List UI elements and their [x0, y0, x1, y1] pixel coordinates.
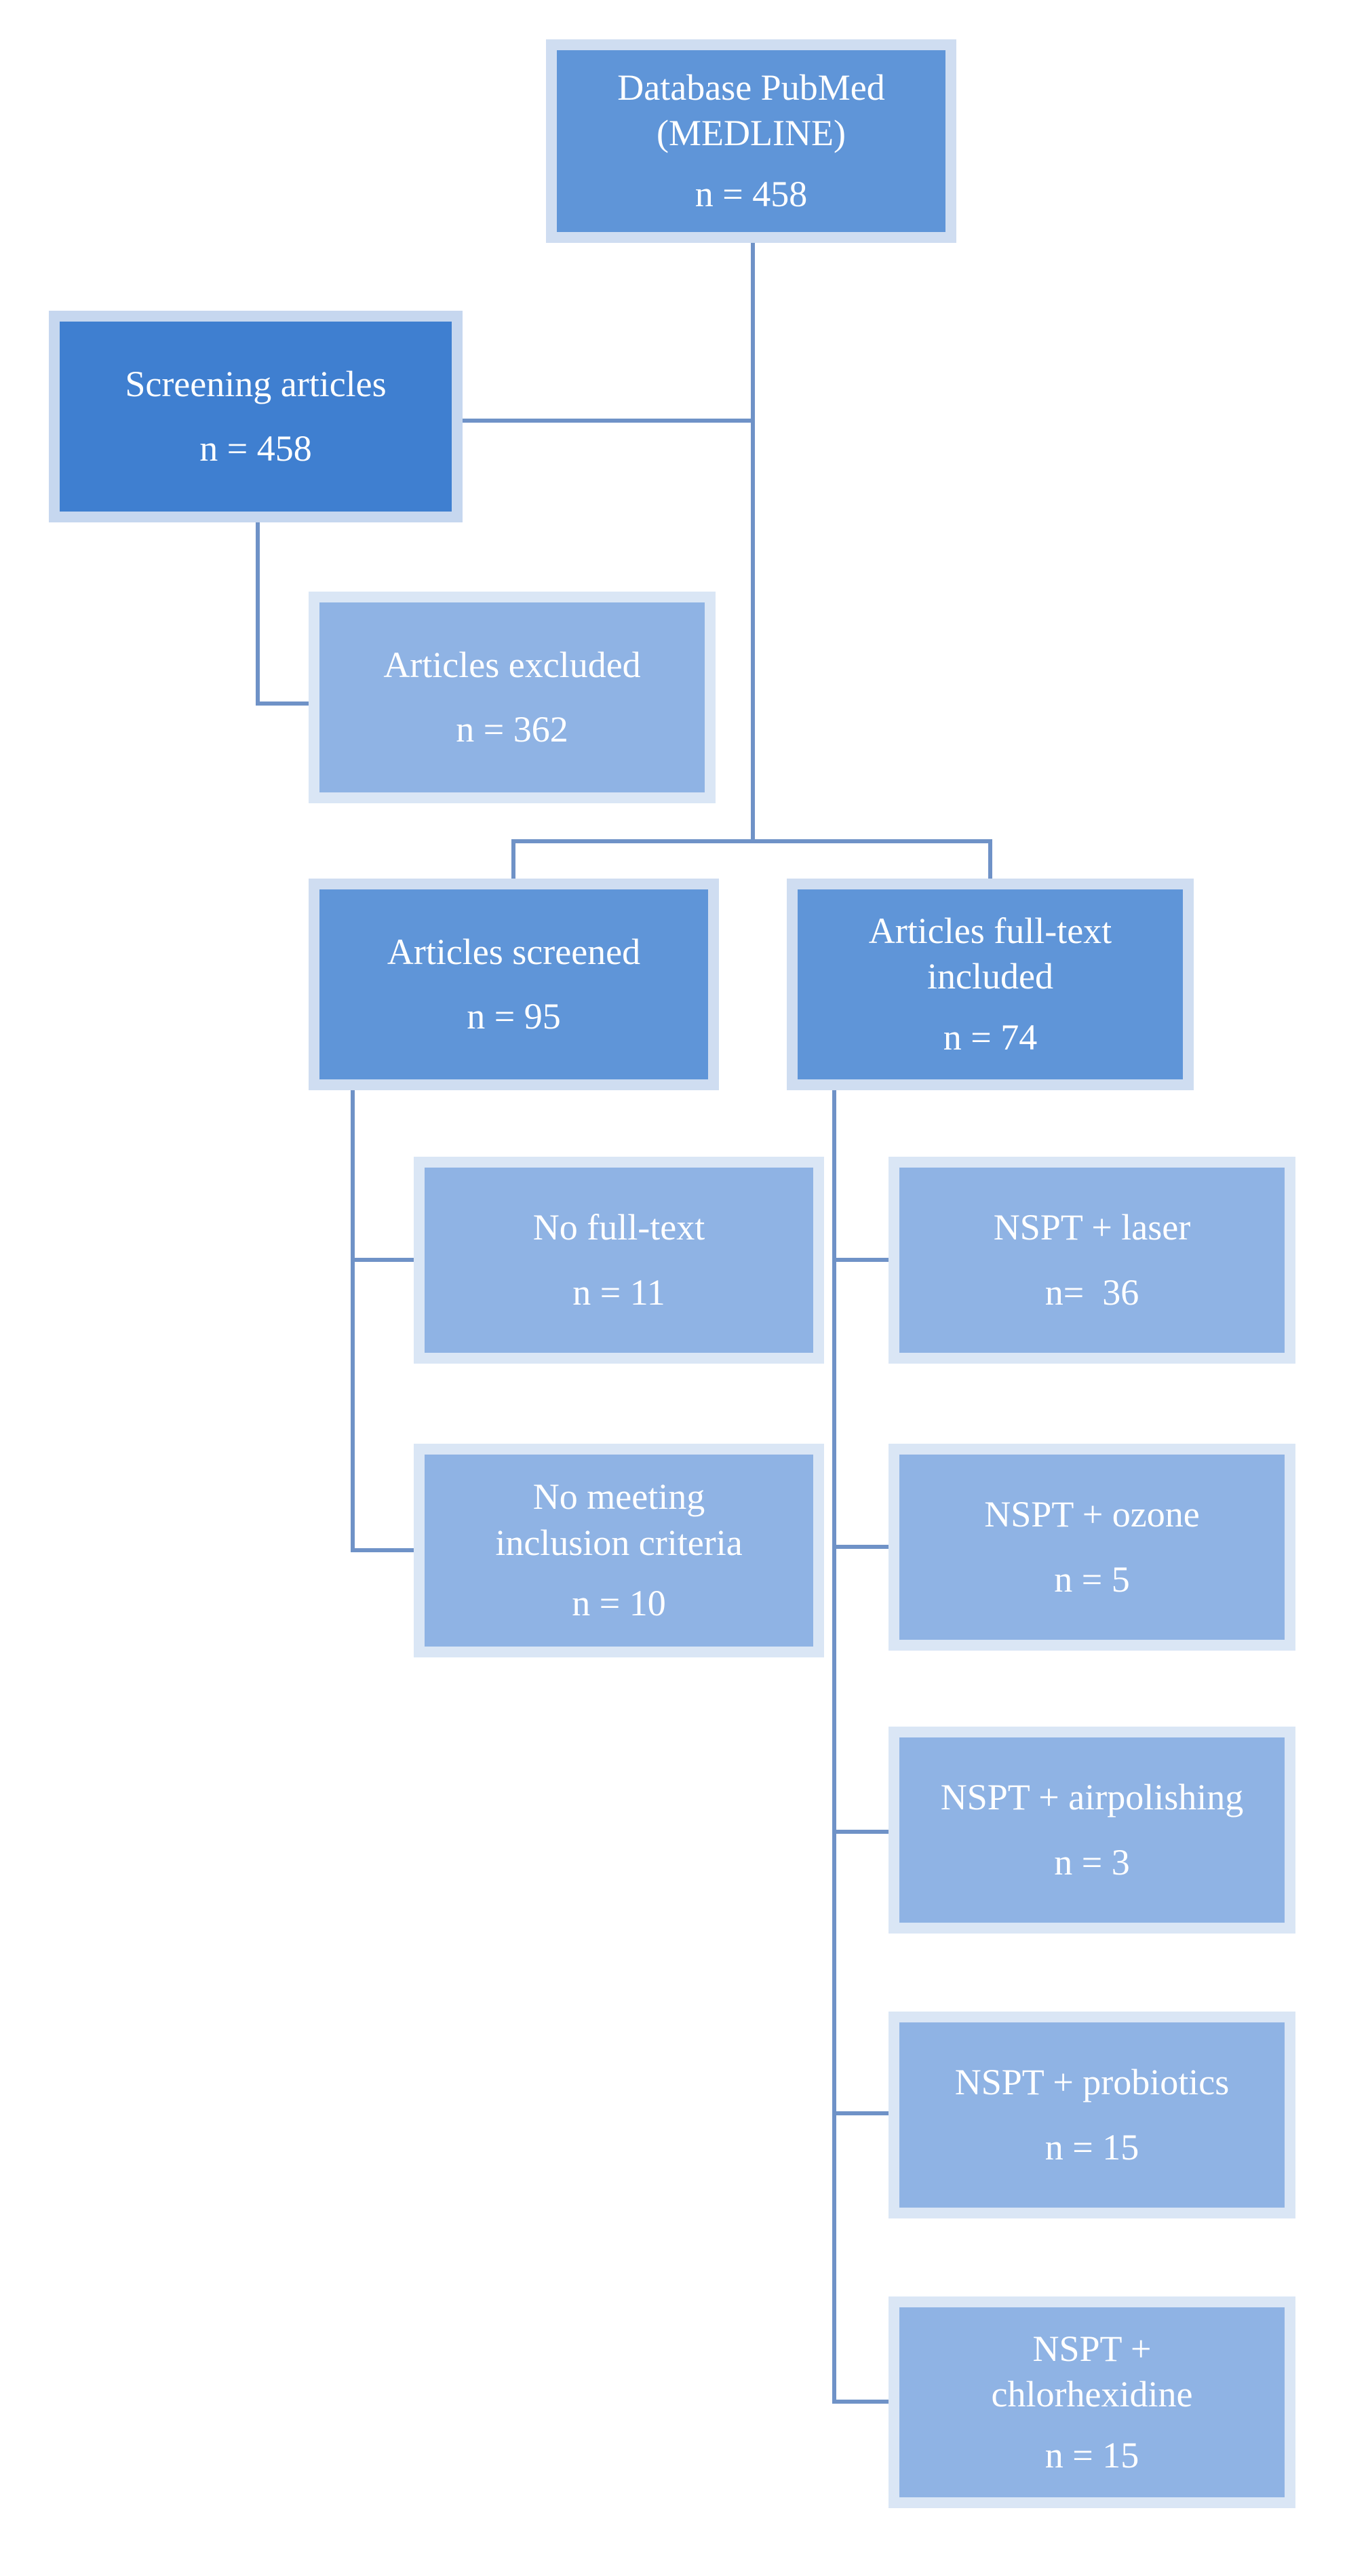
articles-fulltext-box: Articles full-text included n = 74 — [787, 879, 1194, 1090]
articles-screened-box: Articles screened n = 95 — [309, 879, 719, 1090]
nspt-airpolishing-label: NSPT + airpolishing — [940, 1777, 1244, 1818]
articles-screened-count: n = 95 — [467, 996, 561, 1037]
nspt-airpolishing-box: NSPT + airpolishing n = 3 — [889, 1727, 1295, 1934]
nspt-chlorhexidine-count: n = 15 — [1045, 2434, 1139, 2476]
nspt-chlorhexidine-box: NSPT + chlorhexidine n = 15 — [889, 2296, 1295, 2508]
nspt-probiotics-box: NSPT + probiotics n = 15 — [889, 2012, 1295, 2218]
no-criteria-label: No meeting inclusion criteria — [495, 1476, 743, 1563]
database-label: Database PubMed (MEDLINE) — [617, 66, 885, 154]
articles-excluded-count: n = 362 — [456, 709, 568, 750]
nspt-chlorhexidine-label: NSPT + chlorhexidine — [991, 2328, 1193, 2415]
database-count: n = 458 — [695, 173, 808, 214]
no-fulltext-box: No full-text n = 11 — [414, 1157, 824, 1364]
nspt-laser-count: n= 36 — [1045, 1271, 1139, 1313]
nspt-probiotics-label: NSPT + probiotics — [954, 2062, 1230, 2102]
articles-screened-label: Articles screened — [387, 931, 641, 972]
no-criteria-count: n = 10 — [572, 1583, 666, 1624]
screening-articles-label: Screening articles — [125, 363, 387, 404]
nspt-probiotics-count: n = 15 — [1045, 2126, 1139, 2168]
nspt-laser-label: NSPT + laser — [993, 1207, 1191, 1248]
no-criteria-box: No meeting inclusion criteria n = 10 — [414, 1444, 824, 1657]
articles-fulltext-label: Articles full-text included — [868, 910, 1112, 997]
nspt-ozone-count: n = 5 — [1054, 1558, 1130, 1600]
articles-fulltext-count: n = 74 — [943, 1016, 1038, 1058]
screening-articles-box: Screening articles n = 458 — [49, 311, 463, 522]
database-box: Database PubMed (MEDLINE) n = 458 — [546, 39, 956, 243]
screening-articles-count: n = 458 — [199, 428, 312, 469]
nspt-laser-box: NSPT + laser n= 36 — [889, 1157, 1295, 1364]
nspt-airpolishing-count: n = 3 — [1054, 1841, 1130, 1883]
no-fulltext-count: n = 11 — [572, 1271, 665, 1313]
nspt-ozone-box: NSPT + ozone n = 5 — [889, 1444, 1295, 1651]
nspt-ozone-label: NSPT + ozone — [984, 1494, 1200, 1535]
no-fulltext-label: No full-text — [532, 1207, 705, 1248]
articles-excluded-box: Articles excluded n = 362 — [309, 592, 716, 803]
articles-excluded-label: Articles excluded — [383, 644, 641, 685]
